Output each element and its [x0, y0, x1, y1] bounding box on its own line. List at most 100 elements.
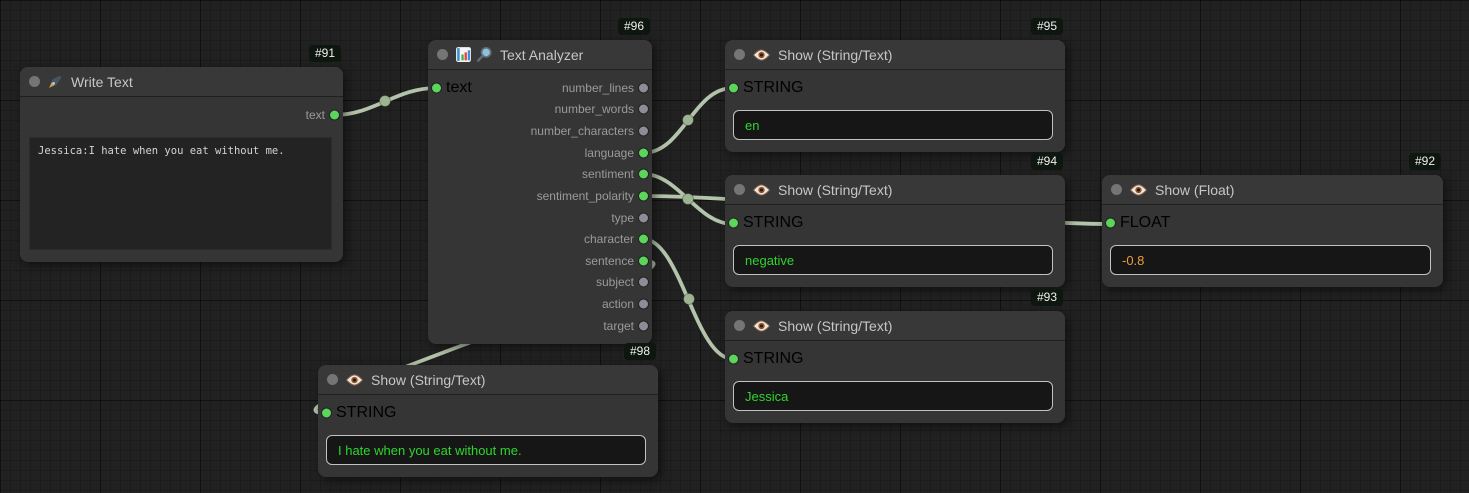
node-id-badge: #92: [1408, 153, 1441, 170]
port-label: FLOAT: [1120, 214, 1171, 231]
output-port-character[interactable]: [639, 234, 648, 244]
output-port-number-lines[interactable]: [639, 83, 648, 93]
collapse-dot[interactable]: [327, 374, 338, 385]
port-label: STRING: [743, 79, 804, 96]
collapse-dot[interactable]: [734, 320, 745, 331]
input-port-row: text: [428, 77, 472, 99]
node-show-float[interactable]: #92 Show (Float) FLOAT -0.8: [1102, 153, 1443, 287]
output-port-row: number_characters: [428, 120, 652, 142]
node-titlebar: Show (Float): [1102, 175, 1443, 205]
collapse-dot[interactable]: [1111, 184, 1122, 195]
node-title: Show (String/Text): [778, 317, 893, 334]
port-label: STRING: [743, 350, 804, 367]
eye-icon: [752, 48, 771, 62]
bar-chart-icon: [455, 46, 472, 63]
input-port-row: STRING: [725, 77, 803, 99]
output-port-number-words[interactable]: [639, 104, 648, 114]
port-label: sentence: [585, 253, 634, 268]
input-port-row: STRING: [725, 348, 803, 370]
node-title: Show (Float): [1155, 181, 1235, 198]
output-port-row: number_words: [428, 99, 652, 121]
port-label: sentiment: [581, 167, 634, 182]
value-display[interactable]: negative: [733, 245, 1053, 275]
node-id-badge: #91: [308, 45, 341, 62]
node-title: Write Text: [71, 73, 133, 90]
input-port-text[interactable]: [432, 83, 441, 93]
node-titlebar: Write Text: [20, 67, 343, 97]
output-port-row: action: [428, 293, 652, 315]
node-id-badge: #98: [623, 343, 656, 360]
node-write-text[interactable]: #91 Write Text text Jessica:I hate when …: [20, 45, 343, 262]
input-port-row: STRING: [318, 402, 396, 424]
input-port-row: FLOAT: [1102, 212, 1170, 234]
port-label: number_characters: [530, 124, 634, 139]
output-port-row: number_lines: [428, 77, 652, 99]
output-port-text[interactable]: [330, 110, 339, 120]
output-port-row: type: [428, 207, 652, 229]
output-port-target[interactable]: [639, 321, 648, 331]
input-port-float[interactable]: [1106, 218, 1115, 228]
node-id-badge: #93: [1030, 289, 1063, 306]
output-port-row: subject: [428, 272, 652, 294]
port-label: sentiment_polarity: [536, 188, 634, 203]
port-label: STRING: [743, 214, 804, 231]
eye-icon: [1129, 183, 1148, 197]
output-port-type[interactable]: [639, 213, 648, 223]
value-display[interactable]: en: [733, 110, 1053, 140]
input-port-row: STRING: [725, 212, 803, 234]
port-label: number_lines: [561, 80, 634, 95]
output-port-row: target: [428, 315, 652, 337]
node-id-badge: #95: [1030, 18, 1063, 35]
input-port-string[interactable]: [729, 83, 738, 93]
input-port-string[interactable]: [729, 218, 738, 228]
node-show-sentiment[interactable]: #94 Show (String/Text) STRING negative: [725, 153, 1065, 287]
value-display[interactable]: -0.8: [1110, 245, 1431, 275]
port-label: text: [446, 79, 472, 96]
output-port-row: sentiment: [428, 164, 652, 186]
node-titlebar: Show (String/Text): [725, 311, 1065, 341]
port-label: action: [601, 297, 634, 312]
node-show-sentence[interactable]: #98 Show (String/Text) STRING I hate whe…: [318, 343, 658, 477]
value-display[interactable]: Jessica: [733, 381, 1053, 411]
eye-icon: [752, 183, 771, 197]
text-input-widget[interactable]: Jessica:I hate when you eat without me.: [29, 137, 332, 250]
node-title: Text Analyzer: [500, 46, 584, 63]
output-port-sentiment-polarity[interactable]: [639, 191, 648, 201]
port-label: character: [583, 232, 634, 247]
node-text-analyzer[interactable]: #96 Text Analyzer: [428, 18, 652, 344]
output-port-row: text: [306, 104, 343, 126]
input-port-string[interactable]: [322, 408, 331, 418]
collapse-dot[interactable]: [734, 184, 745, 195]
node-titlebar: Show (String/Text): [725, 40, 1065, 70]
output-port-action[interactable]: [639, 299, 648, 309]
output-ports: number_lines number_words number_charact…: [428, 77, 652, 337]
node-id-badge: #94: [1030, 153, 1063, 170]
node-titlebar: Text Analyzer: [428, 40, 652, 70]
port-label: subject: [595, 275, 634, 290]
output-port-row: language: [428, 142, 652, 164]
node-show-character[interactable]: #93 Show (String/Text) STRING Jessica: [725, 289, 1065, 423]
collapse-dot[interactable]: [437, 49, 448, 60]
input-port-string[interactable]: [729, 354, 738, 364]
output-port-language[interactable]: [639, 148, 648, 158]
output-port-sentiment[interactable]: [639, 169, 648, 179]
output-port-sentence[interactable]: [639, 256, 648, 266]
node-title: Show (String/Text): [778, 181, 893, 198]
collapse-dot[interactable]: [29, 76, 40, 87]
collapse-dot[interactable]: [734, 49, 745, 60]
port-label: number_words: [554, 102, 634, 117]
output-port-row: sentiment_polarity: [428, 185, 652, 207]
output-port-subject[interactable]: [639, 277, 648, 287]
node-title: Show (String/Text): [371, 371, 486, 388]
output-port-number-characters[interactable]: [639, 126, 648, 136]
value-display[interactable]: I hate when you eat without me.: [326, 435, 646, 465]
output-port-row: sentence: [428, 250, 652, 272]
node-title: Show (String/Text): [778, 46, 893, 63]
pen-icon: [47, 73, 64, 90]
node-id-badge: #96: [617, 18, 650, 35]
node-titlebar: Show (String/Text): [725, 175, 1065, 205]
node-titlebar: Show (String/Text): [318, 365, 658, 395]
magnifier-icon: [476, 46, 493, 63]
node-show-language[interactable]: #95 Show (String/Text) STRING en: [725, 18, 1065, 152]
